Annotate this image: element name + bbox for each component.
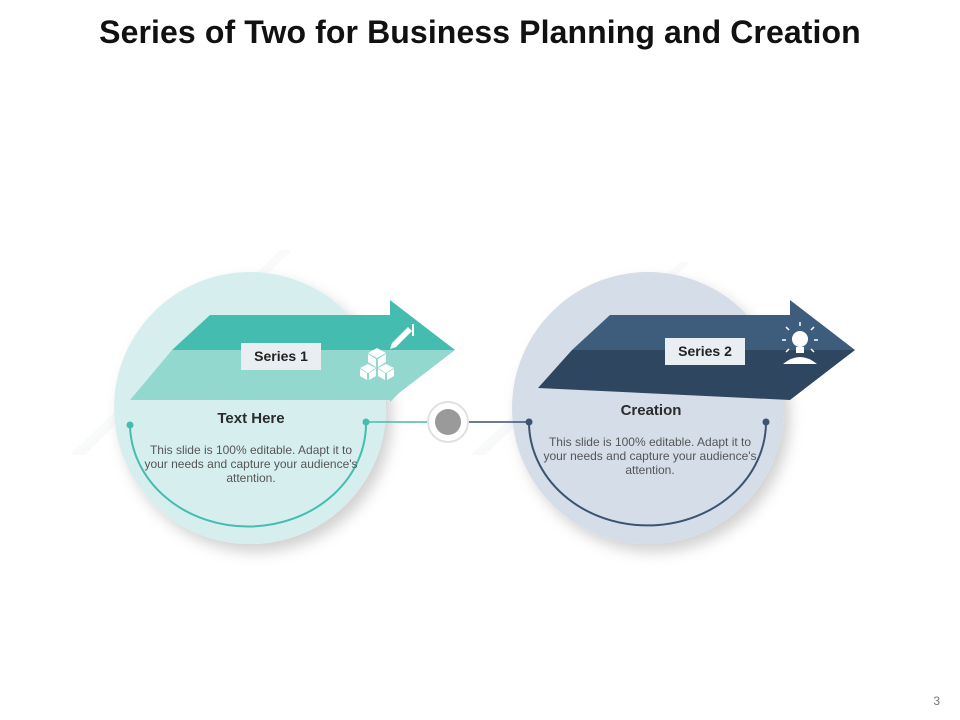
cubes-pencil-icon bbox=[360, 324, 414, 380]
series-2-arc bbox=[528, 421, 767, 527]
connector-dot bbox=[435, 409, 461, 435]
series-1-arc-dot-left bbox=[126, 421, 134, 429]
series-2-arrow-upper bbox=[572, 300, 855, 350]
series-1-circle bbox=[114, 272, 386, 544]
page-number: 3 bbox=[933, 694, 940, 708]
series-1-label: Series 1 bbox=[241, 343, 321, 370]
series-2-label: Series 2 bbox=[665, 338, 745, 365]
slide-title: Series of Two for Business Planning and … bbox=[99, 14, 861, 50]
series-1-heading: Text Here bbox=[217, 410, 285, 427]
lightbulb-person-icon bbox=[782, 322, 818, 364]
series-1-body: This slide is 100% editable. Adapt it to… bbox=[144, 443, 358, 485]
series-2-arrow-lower bbox=[538, 350, 855, 400]
series-1-arc bbox=[129, 421, 368, 528]
series-2-heading: Creation bbox=[620, 402, 682, 419]
series-1-arrow-upper bbox=[172, 300, 455, 350]
series-2-arc-dot-right bbox=[762, 418, 770, 426]
series-2-body: This slide is 100% editable. Adapt it to… bbox=[543, 435, 757, 477]
